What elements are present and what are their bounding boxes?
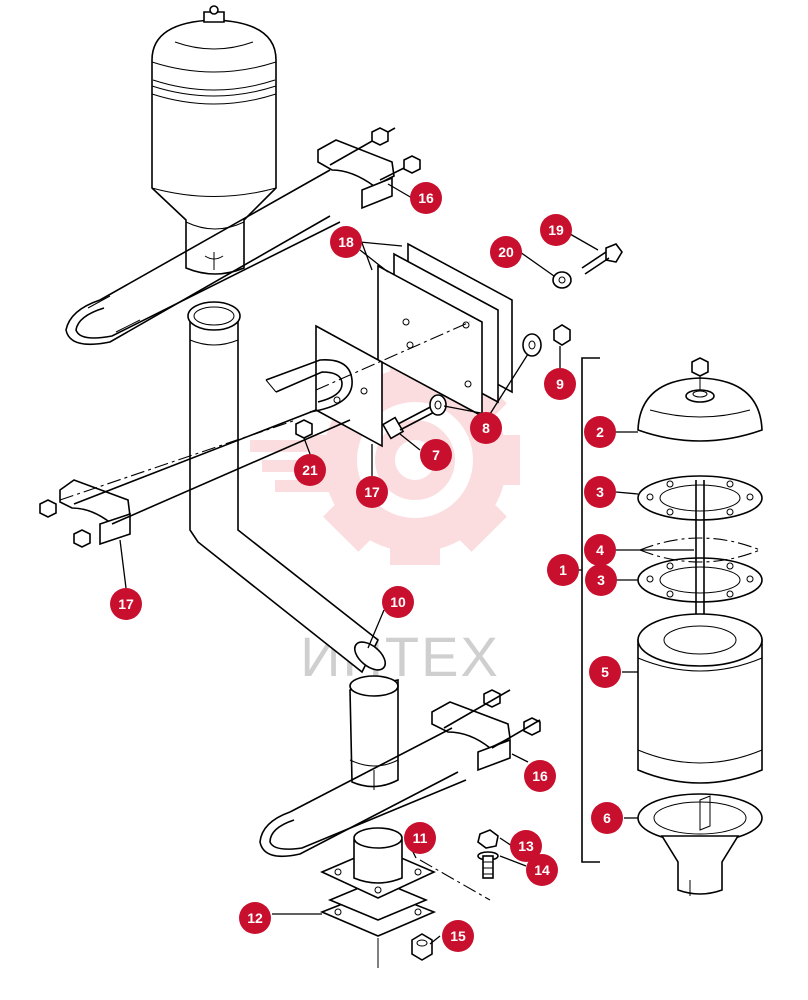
svg-text:4: 4 <box>596 542 604 558</box>
svg-text:13: 13 <box>518 838 534 854</box>
callout-14: 14 <box>526 854 558 886</box>
svg-text:12: 12 <box>247 910 263 926</box>
callout-4: 4 <box>584 534 616 566</box>
callout-6: 6 <box>591 802 623 834</box>
gasket-upper <box>637 475 763 521</box>
callout-18: 18 <box>330 226 362 258</box>
svg-text:3: 3 <box>597 572 605 588</box>
callout-2: 2 <box>584 416 616 448</box>
upper-filter-housing <box>151 5 277 275</box>
callout-13: 13 <box>510 830 542 862</box>
callout-3-lower: 3 <box>585 564 617 596</box>
base-flange <box>319 827 437 968</box>
assembly-bracket <box>581 357 600 863</box>
gasket-lower <box>637 557 763 603</box>
lower-left-clamp <box>39 409 351 548</box>
svg-text:1: 1 <box>559 562 567 578</box>
leader-lines <box>119 183 694 945</box>
callout-17-left: 17 <box>110 588 142 620</box>
callout-9: 9 <box>544 368 576 400</box>
lower-pipe <box>349 675 399 790</box>
lower-u-bolt <box>259 727 467 858</box>
callout-21: 21 <box>294 454 326 486</box>
svg-text:10: 10 <box>390 594 406 610</box>
svg-text:7: 7 <box>432 447 440 463</box>
svg-text:8: 8 <box>482 420 490 436</box>
callout-3-upper: 3 <box>584 476 616 508</box>
housing-base <box>637 793 763 896</box>
callout-16-upper: 16 <box>410 182 442 214</box>
svg-text:16: 16 <box>532 768 548 784</box>
callout-10: 10 <box>382 586 414 618</box>
upper-clamp-bracket <box>317 127 421 210</box>
callout-11: 11 <box>404 822 436 854</box>
intake-pipe <box>187 301 387 674</box>
callout-15: 15 <box>442 920 474 952</box>
svg-text:14: 14 <box>534 862 550 878</box>
svg-text:15: 15 <box>450 928 466 944</box>
svg-text:19: 19 <box>548 222 564 238</box>
callout-7: 7 <box>420 439 452 471</box>
callout-16-lower: 16 <box>524 760 556 792</box>
mounting-plate-set <box>377 242 513 418</box>
callout-12: 12 <box>239 902 271 934</box>
callout-1: 1 <box>547 554 579 586</box>
svg-text:17: 17 <box>118 596 134 612</box>
svg-text:9: 9 <box>556 376 564 392</box>
svg-text:3: 3 <box>596 484 604 500</box>
svg-text:16: 16 <box>418 190 434 206</box>
callout-19: 19 <box>540 214 572 246</box>
filter-cap <box>637 357 763 442</box>
lower-clamp-bracket <box>431 689 541 772</box>
middle-u-bolt <box>265 359 353 413</box>
filter-element <box>637 613 763 784</box>
svg-text:20: 20 <box>498 244 514 260</box>
callout-20: 20 <box>490 236 522 268</box>
callout-8: 8 <box>470 412 502 444</box>
svg-text:5: 5 <box>601 664 609 680</box>
hardware-small <box>429 243 623 416</box>
svg-text:2: 2 <box>596 424 604 440</box>
upper-u-bolt <box>65 169 341 346</box>
svg-text:6: 6 <box>603 810 611 826</box>
svg-text:11: 11 <box>413 830 428 846</box>
base-hardware <box>411 829 499 961</box>
svg-text:18: 18 <box>338 234 354 250</box>
callout-5: 5 <box>589 656 621 688</box>
alignment-lines <box>59 321 491 901</box>
svg-text:17: 17 <box>364 484 380 500</box>
callout-17-center: 17 <box>356 476 388 508</box>
small-plate <box>315 324 383 448</box>
svg-text:21: 21 <box>302 462 318 478</box>
